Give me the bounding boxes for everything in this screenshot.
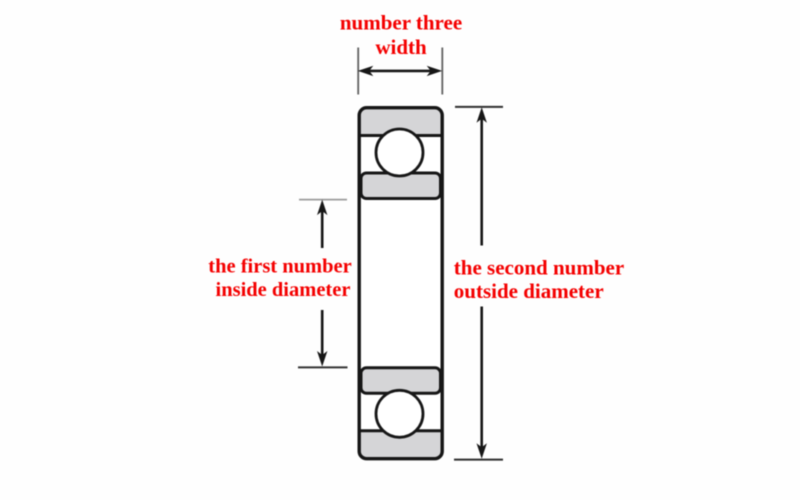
svg-text:number three: number three <box>340 10 462 34</box>
svg-text:the first number: the first number <box>208 255 351 277</box>
svg-text:inside diameter: inside diameter <box>216 279 351 301</box>
svg-text:width: width <box>375 35 427 59</box>
svg-text:the second number: the second number <box>454 255 624 279</box>
svg-text:outside diameter: outside diameter <box>454 279 604 303</box>
